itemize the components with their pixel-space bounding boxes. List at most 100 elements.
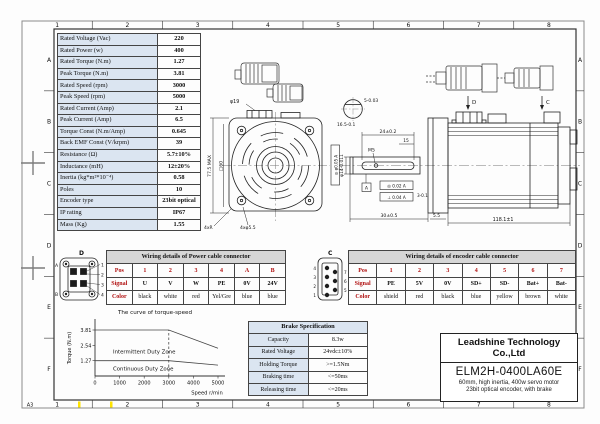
color-cell: black (131, 290, 159, 305)
svg-text:1: 1 (55, 401, 59, 408)
yellow-mark (78, 401, 81, 408)
motor-side-view (330, 97, 580, 226)
pin-d-b: B (55, 292, 58, 298)
svg-text:4: 4 (266, 401, 270, 408)
color-cell: brown (518, 290, 548, 305)
pin-d-4: 4 (101, 293, 104, 299)
spec-value: 12±20% (157, 160, 201, 174)
dim-tap-hole: M5 (368, 148, 375, 154)
spec-label: Encoder type (57, 195, 158, 208)
svg-text:8: 8 (547, 401, 551, 408)
pos-cell: 1 (131, 263, 159, 278)
svg-text:F: F (578, 366, 582, 373)
brake-value: 24vdc±10% (307, 345, 368, 360)
svg-text:1: 1 (55, 22, 59, 29)
svg-text:Torque (N.m): Torque (N.m) (67, 332, 73, 365)
svg-text:E: E (578, 304, 582, 311)
spec-value: 3.81 (157, 67, 201, 81)
svg-text:3: 3 (196, 401, 200, 408)
signal-cell: Bat- (546, 276, 577, 292)
spec-label: Inductance (mH) (57, 160, 158, 174)
svg-text:F: F (47, 366, 51, 373)
svg-text:4000: 4000 (187, 381, 200, 387)
svg-text:Continuous Duty Zone: Continuous Duty Zone (113, 367, 174, 373)
connector-d-label: D (79, 250, 84, 257)
brake-label: Releasing time (248, 382, 309, 397)
spec-value: 10 (157, 183, 201, 197)
yellow-mark (110, 401, 113, 408)
svg-text:5: 5 (336, 22, 340, 29)
color-cell: blue (461, 290, 491, 305)
svg-text:7: 7 (477, 22, 481, 29)
dim-height-max: 77.5 MAX (207, 155, 213, 177)
pos-cell: 4 (208, 263, 235, 278)
pin-c-6: 6 (344, 279, 347, 284)
spec-value: 220 (157, 33, 201, 46)
dim-15: 15 (403, 138, 409, 144)
svg-text:3: 3 (196, 22, 200, 29)
color-cell: red (182, 290, 210, 305)
fcf-runout: ◎ φ0.05 A (334, 155, 339, 176)
pin-c-2: 2 (313, 284, 316, 289)
svg-text:B: B (578, 119, 582, 126)
pos-cell: B (259, 263, 286, 278)
svg-text:2: 2 (125, 401, 129, 408)
brake-label: Rated Voltage (248, 345, 309, 360)
signal-cell: W (182, 276, 210, 292)
signal-cell: SD- (489, 276, 520, 292)
motor-front-view (210, 103, 330, 227)
color-cell: yellow (489, 290, 520, 305)
spec-label: Peak Current (Amp) (57, 114, 158, 127)
dim-shaft-dia: φ14-0.011 (339, 154, 345, 177)
registration-cross (21, 151, 45, 280)
svg-text:Intermittent Duty Zone: Intermittent Duty Zone (113, 350, 176, 356)
spec-label: Peak Torque (N.m) (57, 67, 158, 81)
svg-text:5: 5 (336, 401, 340, 408)
color-cell: blue (259, 290, 286, 305)
svg-text:0: 0 (93, 381, 96, 387)
spec-label: Back EMF Const (V/krpm) (57, 137, 158, 150)
view-direction-arrows: D C (466, 96, 550, 110)
company-name: Leadshine Technology Co.,Ltd (441, 334, 577, 363)
encoder-table-title: Wiring details of encoder cable connecto… (348, 249, 576, 265)
spec-value: 6.5 (157, 114, 201, 127)
signal-cell: U (131, 276, 159, 292)
view-arrow-c-label: C (546, 100, 550, 106)
svg-text:A: A (578, 57, 583, 64)
brake-value: <=50ms (307, 370, 368, 384)
datum-a: A (365, 186, 369, 192)
brake-value: 8.3w (307, 333, 368, 347)
svg-text:A: A (47, 57, 52, 64)
view-arrow-d-label: D (472, 100, 476, 106)
pin-d-a: A (55, 263, 59, 269)
dim-key-width: 5-0.03 (364, 98, 378, 104)
color-cell: blue (233, 290, 261, 305)
spec-value: 0.58 (157, 172, 201, 185)
pos-cell: 2 (404, 263, 435, 278)
svg-text:2000: 2000 (138, 381, 151, 387)
color-cell: red (404, 290, 435, 305)
cable-plug-sketch-left (234, 62, 304, 103)
row-header: Color (106, 290, 133, 305)
pos-cell: A (233, 263, 261, 278)
svg-text:1.27: 1.27 (80, 359, 91, 365)
row-header: Color (347, 290, 378, 305)
spec-value: 1.55 (157, 218, 201, 232)
spec-label: Rated Power (w) (57, 44, 158, 58)
svg-text:E: E (47, 304, 51, 311)
pin-c-5: 5 (344, 288, 347, 293)
signal-cell: 24V (259, 276, 286, 292)
svg-text:D: D (578, 242, 583, 249)
svg-text:3.81: 3.81 (80, 328, 91, 334)
signal-cell: Bat+ (518, 276, 548, 292)
brake-value: >=1.5Nm (307, 358, 368, 372)
fcf-2: ⊥ 0.04 A (387, 195, 406, 200)
svg-text:D: D (47, 242, 52, 249)
pin-c-1: 1 (313, 293, 316, 298)
svg-text:8: 8 (547, 22, 551, 29)
power-table-title: Wiring details of Power cable connector (106, 249, 286, 265)
encoder-wiring-table: Wiring details of encoder cable connecto… (347, 249, 577, 305)
